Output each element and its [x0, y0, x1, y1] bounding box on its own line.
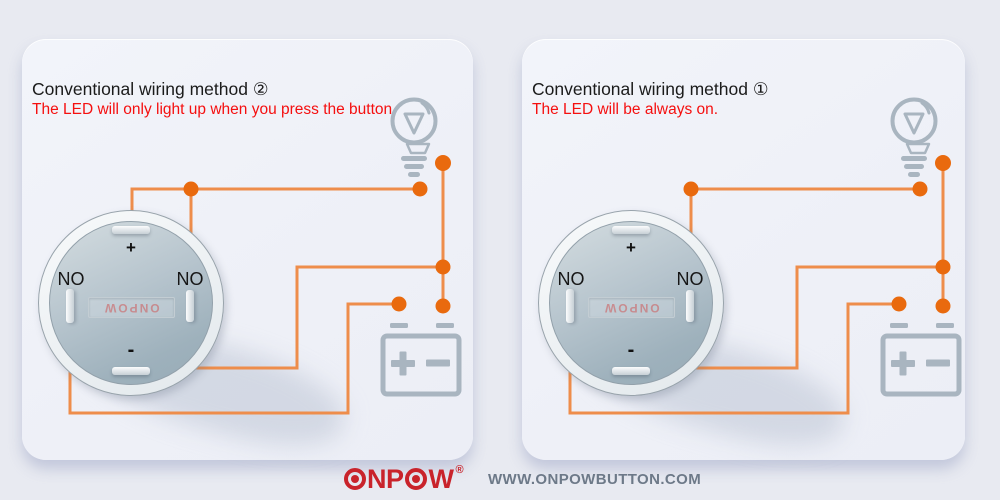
battery-icon: [880, 323, 962, 397]
junction-dot: [183, 181, 199, 197]
panel-subtitle: The LED will be always on.: [532, 101, 719, 118]
terminal-led-minus: [612, 367, 650, 375]
terminal-no-left: [566, 289, 574, 323]
button-brand-plate: ONPOW: [588, 297, 675, 318]
light-bulb-icon: [890, 97, 938, 177]
panel-title: Conventional wiring method ①: [532, 79, 769, 99]
plus-label: +: [626, 238, 636, 257]
minus-label: -: [627, 339, 635, 361]
terminal-no-left: [66, 289, 74, 323]
junction-dot: [935, 259, 951, 275]
button-brand-text: ONPOW: [103, 300, 160, 315]
terminal-no-right: [686, 290, 694, 322]
junction-dot: [683, 181, 699, 197]
logo-o-target: [343, 468, 366, 490]
panel-wiring-method-1: Conventional wiring method ① The LED wil…: [522, 39, 965, 466]
no-label-right: NO: [176, 269, 204, 289]
terminal-no-right: [186, 290, 194, 322]
junction-dot: [912, 181, 928, 197]
button-brand-text: ONPOW: [603, 300, 660, 315]
junction-dot: [412, 181, 428, 197]
minus-label: -: [127, 339, 135, 361]
no-label-left: NO: [557, 269, 585, 289]
plus-label: +: [126, 238, 136, 257]
push-button: + - NO NO ONPOW: [38, 210, 224, 396]
button-brand-plate: ONPOW: [88, 297, 175, 318]
junction-dot: [891, 296, 907, 312]
no-label-right: NO: [676, 269, 704, 289]
website-url: WWW.ONPOWBUTTON.COM: [488, 471, 702, 488]
push-button-body: [49, 221, 213, 385]
terminal-led-plus: [112, 226, 150, 234]
panel-wiring-method-2: Conventional wiring method ② The LED wil…: [22, 39, 473, 466]
logo-o-target: [405, 468, 428, 490]
junction-dot: [935, 298, 951, 314]
junction-dot: [935, 155, 951, 171]
junction-dot: [435, 155, 451, 171]
no-label-left: NO: [57, 269, 85, 289]
junction-dot: [391, 296, 407, 312]
logo-letter: N: [367, 463, 387, 494]
push-button: + - NO NO ONPOW: [538, 210, 724, 396]
battery-icon: [380, 323, 462, 397]
push-button-body: [549, 221, 713, 385]
logo-letter: W: [428, 463, 454, 494]
terminal-led-plus: [612, 226, 650, 234]
junction-dot: [435, 259, 451, 275]
light-bulb-icon: [390, 97, 438, 177]
panel-subtitle: The LED will only light up when you pres…: [32, 101, 397, 118]
junction-dot: [435, 298, 451, 314]
panel-title: Conventional wiring method ②: [32, 79, 269, 99]
terminal-led-minus: [112, 367, 150, 375]
registered-trademark: ®: [455, 464, 464, 476]
logo-letter: P: [386, 463, 404, 494]
